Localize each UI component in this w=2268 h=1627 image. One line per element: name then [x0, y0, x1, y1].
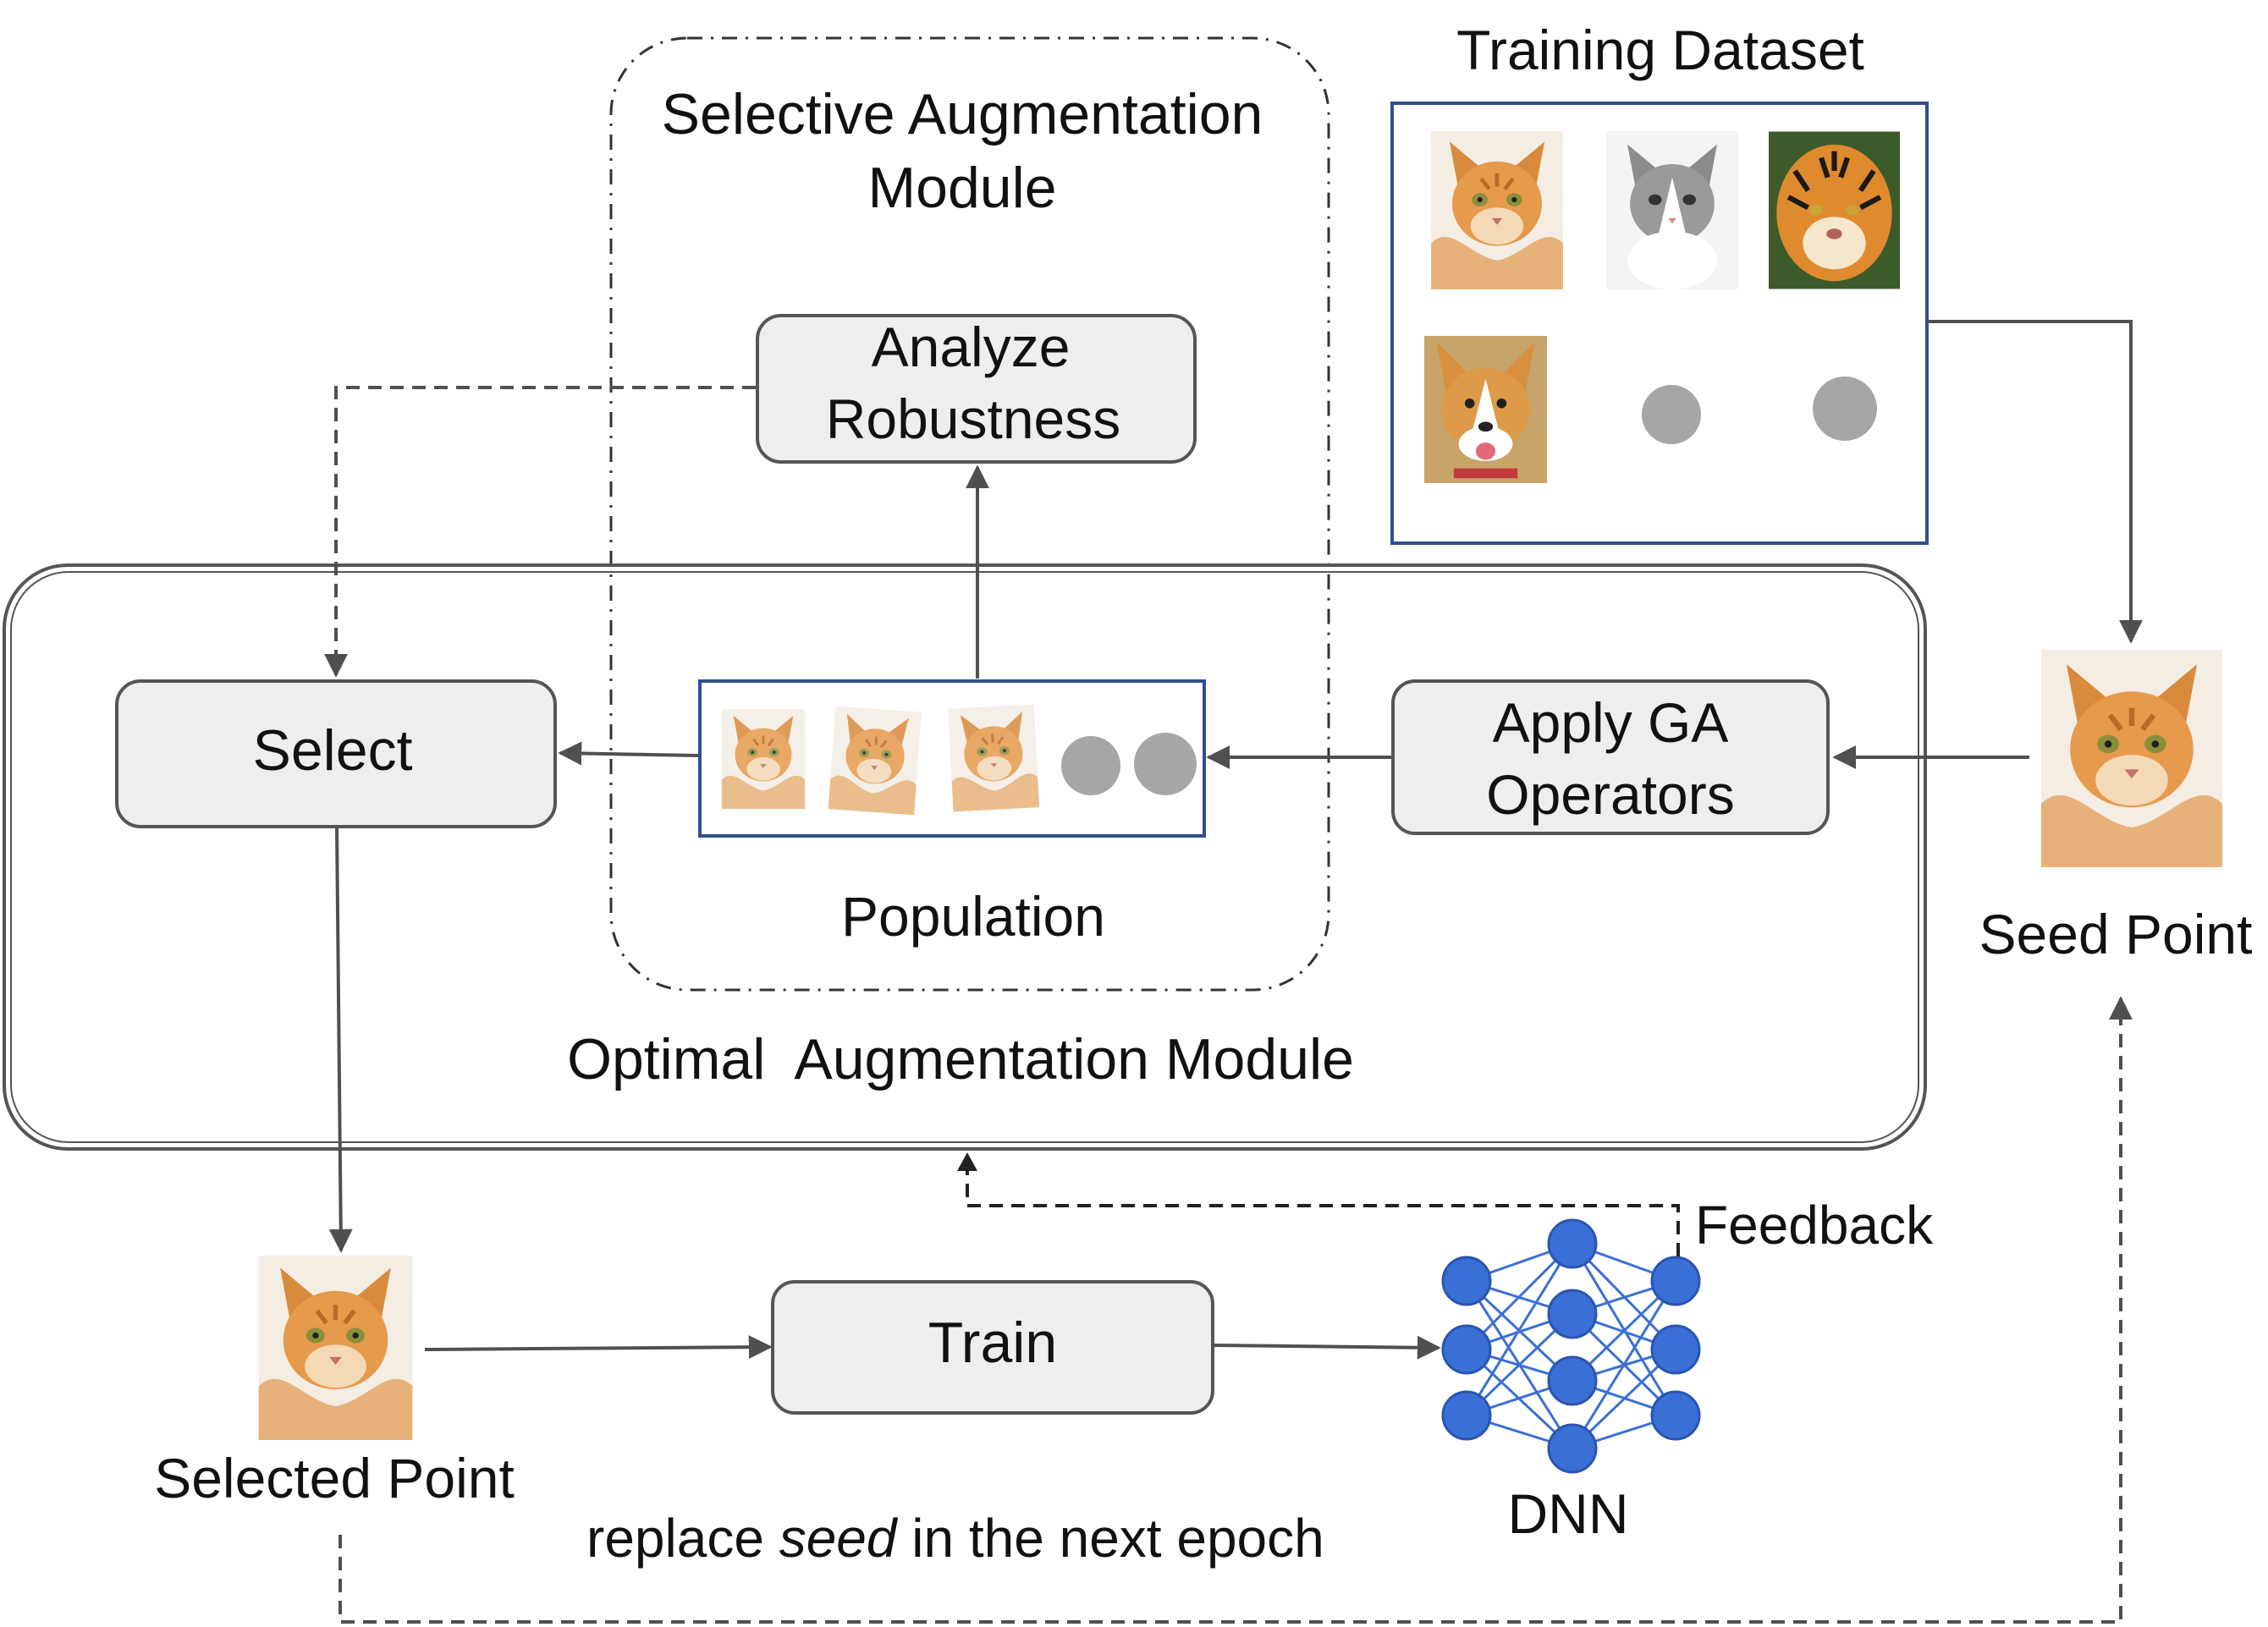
replace-prefix: replace — [586, 1508, 779, 1569]
replace-seed-word: seed — [779, 1508, 899, 1569]
analyze-to-select-dashed-arrow — [324, 386, 756, 678]
training-dataset-title: Training Dataset — [1456, 19, 1864, 81]
select-label: Select — [253, 718, 413, 783]
analyze-label-1: Analyze — [872, 316, 1071, 378]
dataset-to-seed-arrow — [1927, 320, 2143, 644]
seed-point-label: Seed Point — [1979, 903, 2253, 965]
replace-suffix: in the next epoch — [896, 1508, 1324, 1569]
dataset-corgi-image — [1424, 336, 1547, 483]
selective-module-title-1: Selective Augmentation — [662, 82, 1263, 146]
optimal-module-label: Optimal Augmentation Module — [567, 1027, 1354, 1091]
apply-ga-operators-box — [1391, 679, 1830, 835]
replace-seed-dashed-arrow — [339, 996, 2133, 1624]
seed-point-image — [2041, 650, 2222, 867]
selected-point-image — [259, 1256, 413, 1440]
dataset-ellipsis-dot — [1642, 385, 1701, 444]
feedback-dashed-line — [966, 1159, 1680, 1256]
population-image-1 — [720, 709, 806, 809]
dataset-cat-image — [1431, 131, 1563, 289]
dnn-network-icon — [1441, 1218, 1701, 1474]
optimal-module-frame-inner — [10, 571, 1919, 1143]
dataset-grey-cat-image — [1606, 131, 1738, 289]
optimal-module-frame-outer — [3, 563, 1927, 1151]
select-box — [115, 679, 557, 828]
selective-module-frame — [609, 36, 1330, 992]
selected-to-train-arrow — [424, 1335, 773, 1360]
train-to-dnn-arrow — [1214, 1335, 1441, 1360]
analyze-label-2: Robustness — [826, 388, 1121, 450]
feedback-label: Feedback — [1695, 1195, 1934, 1256]
train-box — [771, 1280, 1214, 1415]
replace-seed-caption: replace seed in the next epoch — [586, 1508, 1324, 1569]
dataset-ellipsis-dot — [1813, 377, 1877, 441]
selective-module-title-2: Module — [867, 156, 1056, 220]
population-image-2 — [827, 706, 923, 816]
population-ellipsis-dot — [1061, 736, 1120, 795]
population-ellipsis-dot — [1134, 733, 1197, 795]
population-label: Population — [841, 885, 1105, 948]
population-image-3 — [946, 704, 1041, 812]
train-label: Train — [928, 1311, 1057, 1375]
apply-ga-label-1: Apply GA — [1493, 691, 1729, 754]
population-to-select-arrow — [558, 741, 699, 766]
analyze-robustness-box — [756, 314, 1197, 464]
dataset-tiger-image — [1769, 132, 1900, 289]
apply-ga-label-2: Operators — [1486, 763, 1734, 826]
selected-point-label: Selected Point — [154, 1447, 515, 1509]
dnn-label: DNN — [1508, 1482, 1629, 1545]
feedback-arrowhead — [957, 1152, 977, 1171]
select-to-selected-arrow — [328, 827, 353, 1253]
